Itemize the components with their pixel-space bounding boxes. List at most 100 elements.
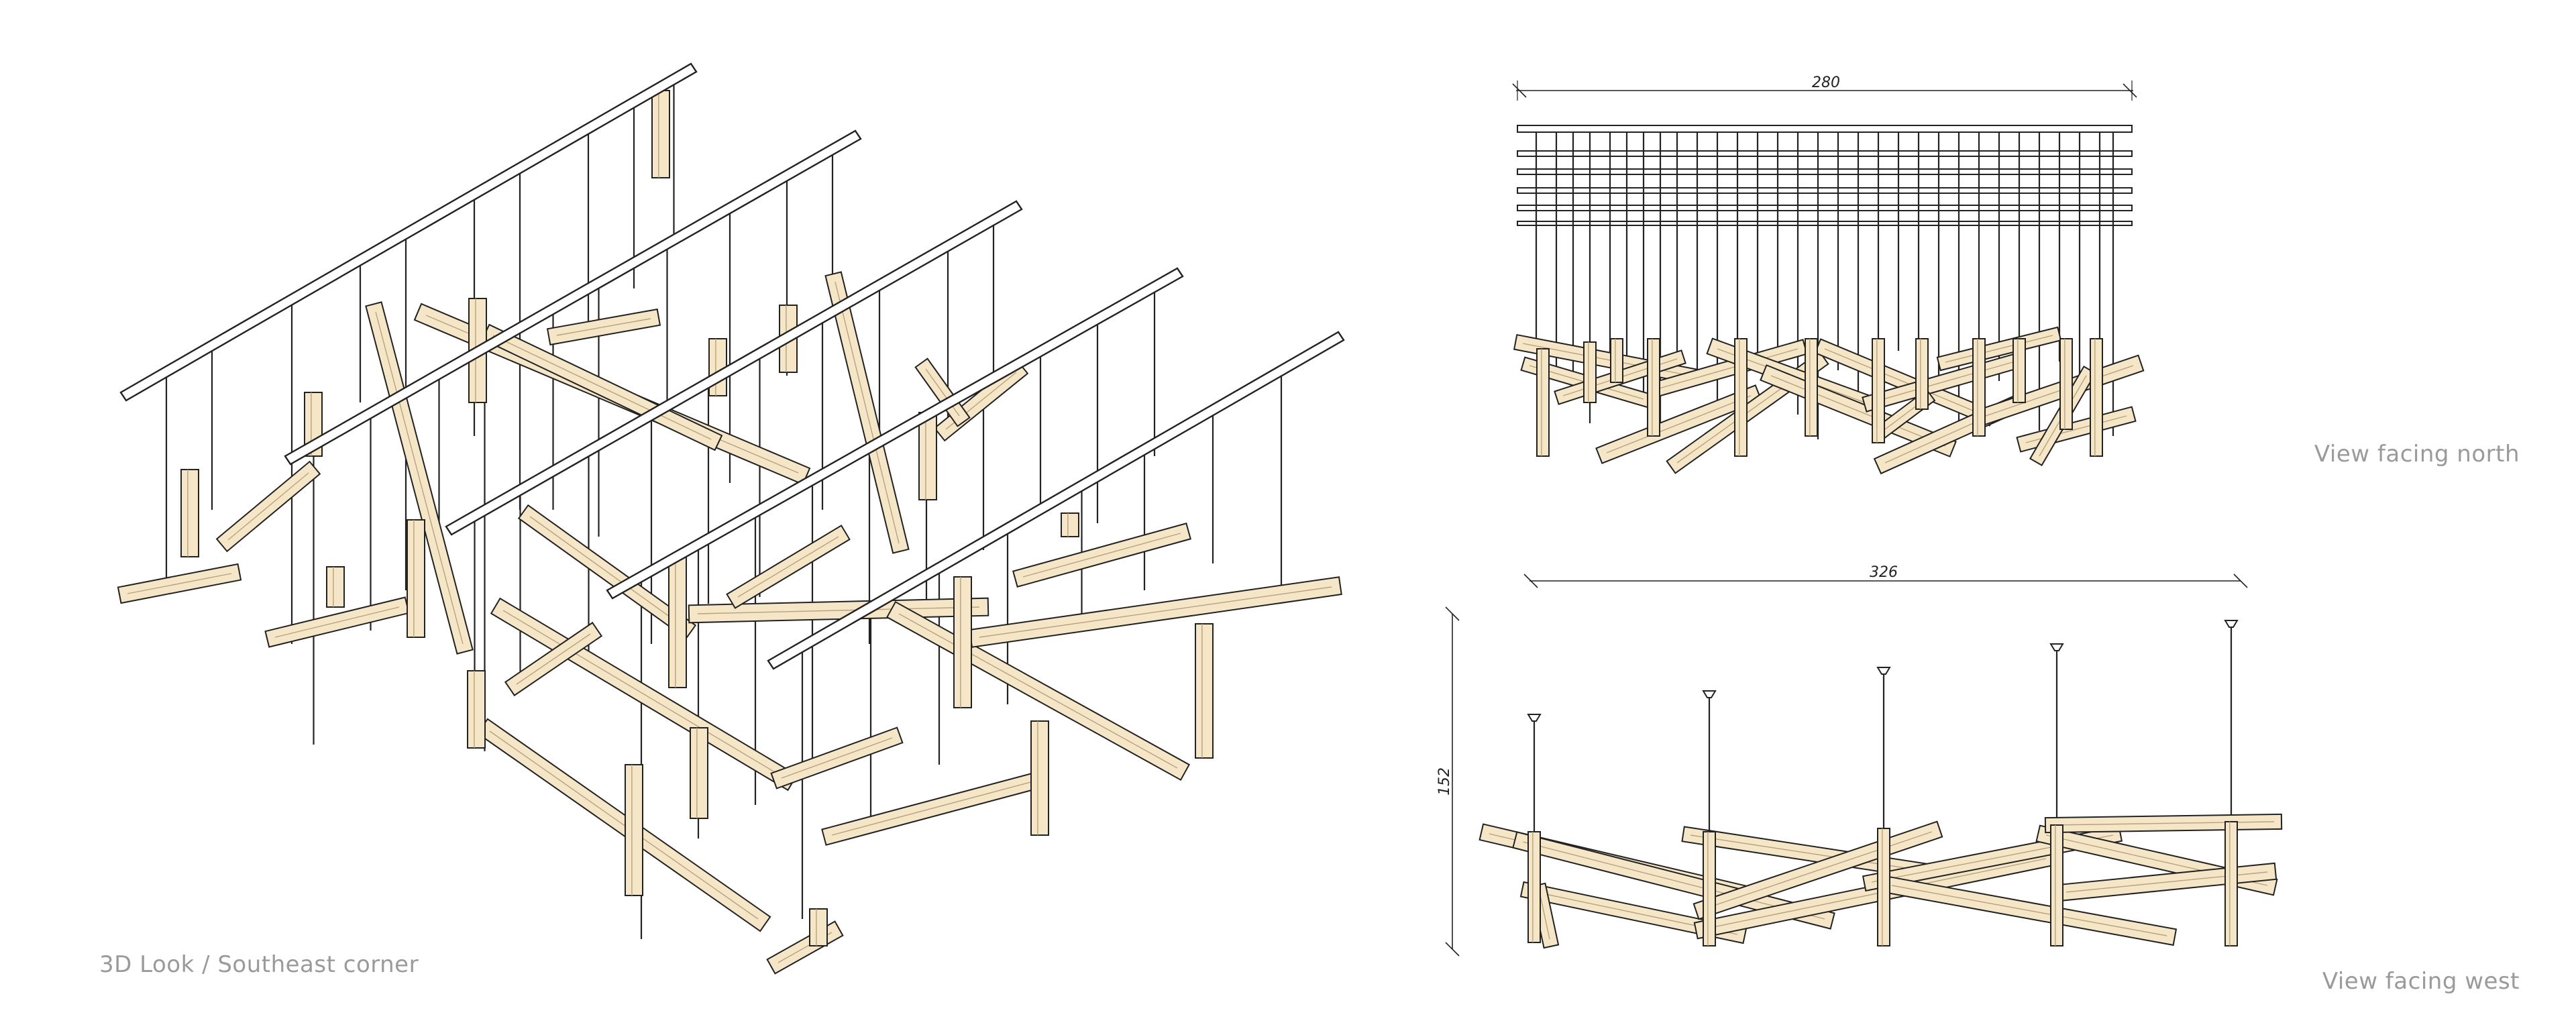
wood-beam-edge: [1770, 375, 1946, 447]
iso-wood-beam: [481, 323, 723, 451]
north-wood-post: [2090, 338, 2103, 457]
north-wood-beam: [1595, 384, 1762, 464]
iso-wood-beam: [365, 301, 474, 655]
west-wood-beam: [1693, 848, 2057, 940]
wood-beam-edge: [1891, 885, 2167, 936]
north-dimension-tick: [1512, 83, 1527, 98]
iso-wood-post: [625, 764, 643, 896]
wood-beam-edge: [274, 606, 400, 638]
iso-wood-beam: [914, 358, 971, 427]
west-view-caption: View facing west: [2322, 968, 2520, 995]
iso-wood-beam: [726, 525, 851, 609]
north-wood-post: [1915, 338, 1929, 410]
west-wood-post: [2224, 821, 2238, 946]
west-wood-beam: [2044, 813, 2283, 834]
iso-wood-beam: [969, 576, 1342, 648]
north-ceiling-rail: [1517, 168, 2133, 175]
iso-wood-post: [1061, 512, 1079, 537]
ceiling-rail-2: [284, 129, 862, 466]
west-ceiling-canopy: [1527, 714, 1542, 722]
wood-post-body: [1877, 828, 1890, 946]
wood-post-body: [1061, 512, 1079, 537]
north-wood-beam: [1862, 352, 2023, 413]
iso-wood-beam: [517, 504, 697, 640]
west-wood-beams: [1479, 813, 2283, 949]
iso-wood-beam: [215, 460, 321, 553]
wood-beam-edge: [556, 318, 651, 336]
north-elevation-view: [1512, 80, 2145, 475]
isometric-view: [117, 62, 1345, 975]
north-wood-post: [2012, 338, 2026, 403]
wood-beam-edge: [502, 610, 786, 779]
north-wood-beam: [1647, 339, 1808, 399]
wood-beam-edge: [697, 606, 980, 614]
iso-wood-post: [953, 576, 972, 708]
north-ceiling-rails: [1517, 125, 2133, 226]
wood-beam-edge: [1703, 831, 1933, 910]
wood-beam-edge: [1022, 533, 1181, 578]
iso-wood-post: [809, 908, 828, 946]
iso-wood-post: [690, 727, 708, 819]
iso-wood-post: [668, 556, 687, 688]
iso-wood-post: [918, 412, 937, 500]
west-wood-post: [2050, 824, 2063, 946]
iso-wood-post: [1030, 720, 1049, 836]
north-wood-beam: [1760, 364, 1957, 457]
iso-wood-beam: [1012, 523, 1191, 588]
iso-wood-post: [326, 566, 345, 608]
wood-post-body: [1734, 338, 1748, 457]
west-dimension-tick: [1523, 574, 1538, 588]
north-wood-post: [1972, 338, 1986, 437]
west-dimension-tick: [2233, 574, 2248, 588]
wood-post-body: [953, 576, 972, 708]
wood-post-body: [180, 469, 199, 557]
west-ceiling-canopy: [1702, 690, 1717, 698]
wood-post-body: [1610, 338, 1623, 383]
wood-beam-edge: [1690, 834, 1933, 873]
wood-post-body: [2050, 824, 2063, 946]
west-wood-beam: [1881, 875, 2178, 946]
wood-post-body: [1805, 338, 1818, 437]
west-elevation-view: [1445, 574, 2283, 957]
wood-post-body: [1703, 831, 1716, 946]
wood-post-body: [407, 519, 425, 638]
north-ceiling-rail: [1517, 205, 2133, 211]
north-wood-post: [1805, 338, 1818, 437]
west-dimension-tick: [1445, 942, 1460, 957]
west-hanging-rods: [1527, 620, 2239, 832]
north-wood-beams: [1513, 326, 2145, 475]
wood-beam-edge: [127, 573, 232, 594]
wood-post-body: [1972, 338, 1986, 437]
north-ceiling-rail: [1517, 150, 2133, 157]
iso-wood-beam: [885, 600, 1191, 781]
wood-post-body: [1527, 831, 1541, 943]
wood-post-body: [2224, 821, 2238, 946]
iso-wood-post: [180, 469, 199, 557]
wood-beam-edge: [227, 472, 309, 541]
wood-beam-edge: [489, 730, 759, 920]
wood-beam-edge: [979, 586, 1332, 638]
ceiling-rail-3: [445, 200, 1023, 536]
west-width-label: 326: [1870, 564, 1898, 581]
iso-wood-post: [407, 519, 425, 638]
wood-post-body: [2012, 338, 2026, 403]
wood-beam-edge: [1656, 348, 1799, 390]
north-width-label: 280: [1812, 74, 1840, 91]
wood-post-body: [2090, 338, 2103, 457]
iso-wood-beam: [770, 726, 904, 790]
west-dimension-tick: [1445, 606, 1460, 621]
wood-post-body: [326, 566, 345, 608]
wood-beam-edge: [835, 281, 900, 544]
north-width-dimension: [1512, 80, 2137, 101]
isometric-caption: 3D Look / Southeast corner: [99, 951, 419, 978]
wood-post-body: [625, 764, 643, 896]
iso-wood-post: [467, 670, 486, 749]
wood-post-body: [1915, 338, 1929, 410]
iso-wood-post: [1195, 623, 1214, 759]
wood-beam-edge: [831, 781, 1034, 836]
west-ceiling-canopy: [2049, 643, 2064, 651]
wood-post-body: [467, 670, 486, 749]
wood-post-body: [1030, 720, 1049, 836]
west-wood-beam: [1681, 826, 1941, 881]
